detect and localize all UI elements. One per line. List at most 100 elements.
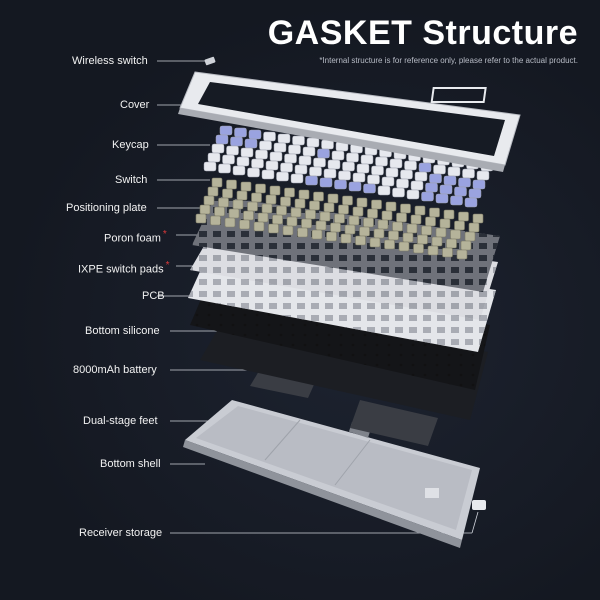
switch-unit (460, 240, 472, 251)
keycap-unit (476, 170, 490, 181)
keycap-unit (234, 127, 247, 138)
switch-unit (282, 225, 294, 236)
wireless-switch-part (204, 56, 216, 66)
keycap-unit (265, 160, 279, 171)
switch-unit (367, 208, 378, 219)
switch-unit (355, 235, 366, 246)
page-title: GASKET Structure (267, 14, 578, 52)
switch-unit (224, 217, 236, 228)
switch-unit (294, 198, 306, 209)
switch-unit (243, 210, 254, 221)
keycap-unit (277, 133, 291, 144)
keycap-unit (462, 168, 475, 179)
switch-unit (232, 199, 244, 210)
switch-unit (226, 179, 237, 190)
keycap-unit (406, 189, 420, 200)
keycap-unit (371, 165, 384, 176)
switch-unit (410, 214, 422, 225)
keycap-unit (348, 181, 362, 192)
switch-unit (255, 183, 266, 194)
switch-unit (363, 217, 374, 228)
switch-unit (269, 185, 281, 196)
asterisk-mark: * (165, 260, 170, 271)
switch-unit (268, 223, 279, 234)
switch-unit (450, 229, 461, 240)
switch-unit (203, 195, 215, 206)
keycap-unit (468, 188, 482, 199)
keycap-unit (255, 149, 268, 160)
keycap-unit (327, 159, 341, 170)
keycap-unit (313, 157, 326, 168)
switch-unit (385, 201, 397, 212)
keycap-unit (381, 176, 395, 187)
keycap-unit (280, 162, 293, 173)
keycap-unit (360, 154, 374, 165)
label-receiver-storage: Receiver storage (79, 527, 163, 539)
bottom-shell-part (183, 400, 486, 548)
switch-unit (392, 221, 403, 232)
switch-unit (421, 225, 432, 236)
label-cover: Cover (120, 99, 150, 111)
keycap-unit (236, 156, 250, 167)
cover-part (178, 71, 521, 172)
switch-unit (222, 188, 233, 199)
keycap-unit (377, 185, 391, 196)
keycap-unit (363, 183, 376, 194)
keycap-unit (323, 168, 337, 179)
keycap-unit (375, 156, 388, 167)
switch-unit (373, 228, 385, 239)
keycap-unit (203, 161, 217, 172)
switch-unit (464, 231, 476, 242)
switch-unit (265, 194, 277, 205)
keycap-unit (450, 195, 463, 206)
keycap-unit (306, 137, 320, 148)
switch-unit (290, 207, 302, 218)
switch-unit (369, 237, 381, 248)
switch-unit (315, 220, 327, 231)
switch-unit (439, 218, 451, 229)
switch-unit (261, 203, 273, 214)
switch-unit (427, 245, 439, 256)
switch-unit (280, 196, 291, 207)
switches-part (195, 177, 484, 260)
switch-unit (239, 219, 250, 230)
switch-unit (344, 224, 356, 235)
disclaimer-note: *Internal structure is for reference onl… (319, 56, 578, 65)
keycap-unit (230, 136, 243, 147)
keycap-unit (319, 177, 333, 188)
keycap-unit (346, 152, 359, 163)
label-wireless-switch: Wireless switch (72, 55, 148, 67)
keycap-unit (421, 191, 434, 202)
keycap-unit (240, 147, 254, 158)
switch-unit (338, 204, 349, 215)
keycap-unit (443, 175, 457, 186)
keycap-unit (400, 169, 413, 180)
keycap-unit (367, 174, 380, 185)
label-bottom-shell: Bottom shell (100, 458, 161, 470)
switch-unit (400, 203, 411, 214)
switch-unit (305, 209, 316, 220)
switch-unit (340, 233, 352, 244)
keycap-unit (435, 193, 449, 204)
switch-unit (284, 187, 295, 198)
label-pcb: PCB (142, 290, 165, 302)
switch-unit (431, 236, 443, 247)
keycap-unit (219, 125, 233, 136)
keycap-unit (317, 148, 330, 159)
switch-unit (359, 226, 370, 237)
switch-unit (195, 213, 207, 224)
keycap-unit (472, 179, 486, 190)
label-positioning-plate: Positioning plate (66, 202, 147, 214)
keycap-unit (259, 140, 272, 151)
keycap-unit (288, 144, 301, 155)
switch-unit (356, 197, 368, 208)
label-poron-foam: Poron foam* (104, 229, 167, 245)
switch-unit (326, 231, 337, 242)
switch-unit (323, 202, 335, 213)
switch-unit (413, 243, 424, 254)
asterisk-mark: * (162, 229, 167, 240)
switch-unit (236, 190, 248, 201)
switch-unit (286, 216, 298, 227)
switch-unit (313, 191, 324, 202)
switch-unit (435, 227, 447, 238)
